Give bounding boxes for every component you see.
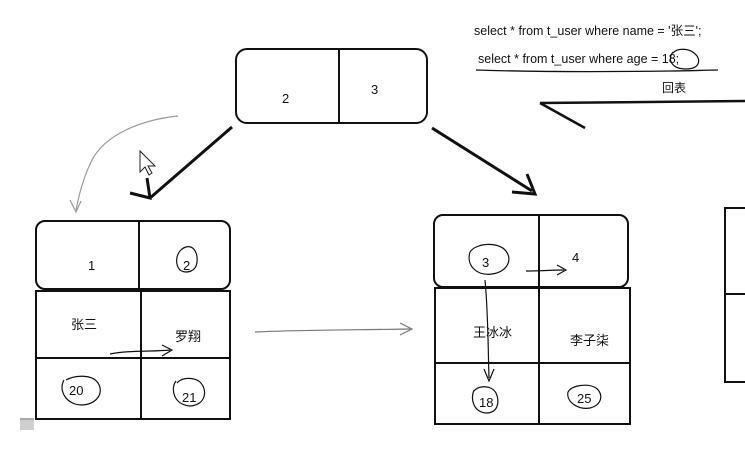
right-leaf-age-1: 18 (479, 395, 494, 410)
sql-query-by-age: select * from t_user where age = 18; (478, 52, 680, 66)
sql-underline (475, 69, 719, 73)
left-leaf-col-divider (140, 291, 142, 419)
left-leaf-key-2: 2 (183, 258, 191, 273)
edge-root-to-right (431, 126, 533, 193)
partial-node-divider (725, 293, 745, 295)
back-to-table-note: 回表 (662, 81, 687, 95)
right-leaf-key-2: 4 (572, 250, 580, 265)
right-leaf-name-2: 李子柒 (570, 333, 610, 348)
right-leaf-row-divider (435, 362, 630, 364)
edge-right-arrowhead (511, 173, 538, 196)
arrow-left-to-right (254, 328, 411, 333)
right-leaf-data-table (434, 287, 631, 425)
left-leaf-name-2: 罗翔 (175, 329, 202, 344)
search-path-curve (75, 115, 179, 211)
left-leaf-age-2: 21 (182, 390, 197, 405)
sql-query-by-name: select * from t_user where name = '张三'; (474, 24, 702, 38)
left-leaf-row-divider (36, 357, 230, 359)
root-node (235, 48, 428, 124)
right-leaf-key-row (433, 214, 629, 288)
edge-root-to-left (149, 125, 233, 200)
left-leaf-key-divider (138, 222, 140, 288)
right-leaf-key-divider (538, 216, 540, 286)
root-key-2: 3 (371, 82, 379, 97)
pointer-arrow-head (539, 101, 586, 130)
right-leaf-name-1: 王冰冰 (473, 325, 513, 340)
arrow-left-to-right-head (399, 322, 414, 336)
left-leaf-age-1: 20 (69, 383, 84, 398)
window-icon (20, 418, 34, 430)
right-leaf-col-divider (538, 288, 540, 424)
partial-node-right-edge (724, 207, 745, 383)
left-leaf-key-row (35, 220, 231, 290)
pointer-arrow-line (539, 99, 745, 105)
root-divider (338, 50, 340, 122)
left-leaf-data-table (35, 290, 231, 420)
right-leaf-key-1: 3 (482, 255, 490, 270)
left-leaf-key-1: 1 (88, 258, 96, 273)
mouse-cursor-icon (139, 149, 157, 176)
edge-left-arrowhead (129, 177, 152, 201)
right-leaf-age-2: 25 (577, 391, 592, 406)
root-key-1: 2 (282, 91, 290, 106)
left-leaf-name-1: 张三 (71, 317, 98, 332)
search-path-arrowhead (69, 199, 82, 214)
